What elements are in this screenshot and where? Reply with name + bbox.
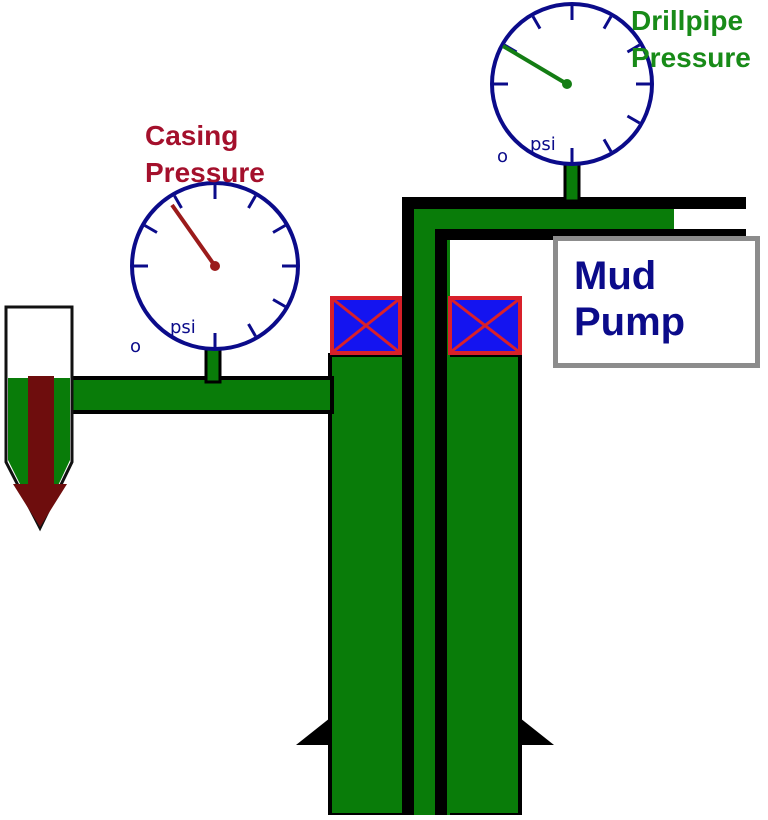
- gauge-tick: [247, 323, 257, 337]
- x-cross-icon: [451, 298, 519, 353]
- gauge-tick: [602, 138, 613, 153]
- wellhead-flange-right: [520, 718, 554, 745]
- gauge-tick: [602, 15, 613, 30]
- choke-line: [58, 376, 334, 414]
- gauge-tick: [144, 224, 158, 234]
- gauge-tick: [272, 298, 286, 308]
- gauge-needle: [501, 44, 569, 86]
- gauge-needle: [170, 203, 217, 268]
- mud-pump-box: Mud Pump: [553, 236, 760, 368]
- pump-line-fluid: [414, 209, 674, 230]
- gauge-tick: [626, 114, 641, 125]
- gauge-tick: [272, 224, 286, 234]
- bop-ram-left: [330, 296, 402, 355]
- casing-pressure-gauge: [130, 181, 300, 351]
- drillpipe-wall-left: [402, 200, 414, 815]
- drillpipe-wall-right: [435, 230, 447, 815]
- x-cross-icon: [333, 298, 399, 353]
- casing-gauge-unit: psi: [170, 317, 196, 338]
- gauge-tick: [531, 15, 542, 30]
- gauge-tick: [173, 195, 183, 209]
- pump-line-top-wall: [402, 197, 746, 209]
- drillpipe-gauge-unit: psi: [530, 134, 556, 155]
- gauge-tick: [247, 195, 257, 209]
- casing-gauge-zero: o: [130, 336, 141, 357]
- drillpipe-gauge-zero: o: [497, 146, 508, 167]
- pump-line-bottom-wall: [435, 229, 746, 240]
- mud-pump-label: Mud Pump: [574, 254, 686, 344]
- drillpipe-fluid: [414, 210, 435, 815]
- wellhead-flange-left: [296, 718, 330, 745]
- gauge-tick: [626, 43, 641, 54]
- down-arrow-icon: [13, 376, 67, 527]
- drillpipe-pressure-gauge: [490, 2, 654, 166]
- bop-ram-right: [448, 296, 522, 355]
- casing-pressure-label: Casing Pressure: [145, 120, 265, 188]
- drillpipe-pressure-label: Drillpipe Pressure: [631, 5, 751, 73]
